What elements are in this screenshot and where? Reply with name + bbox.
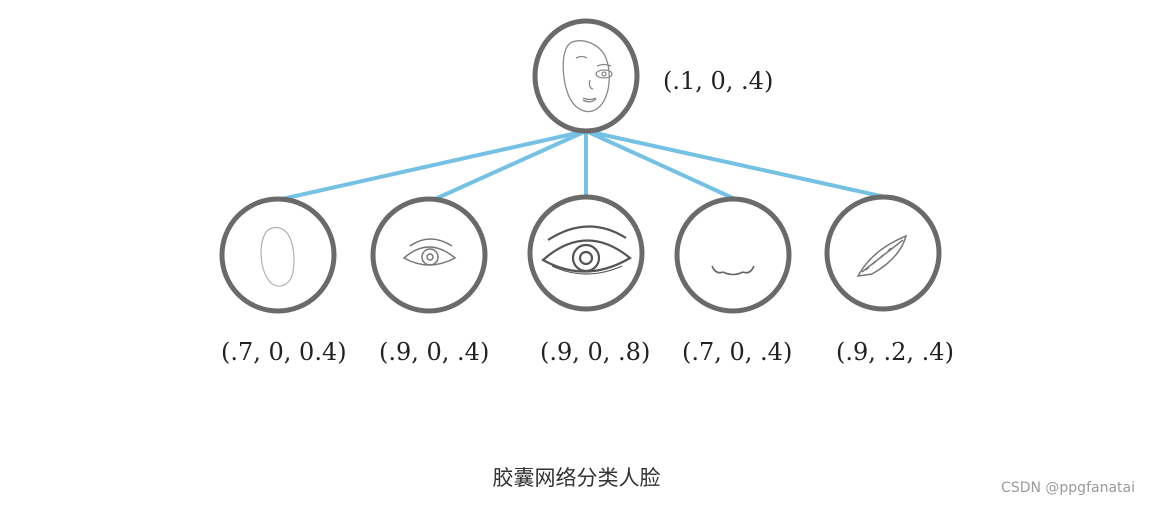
lips-icon	[856, 234, 908, 277]
nose-icon	[711, 265, 755, 276]
face-outline-icon	[260, 226, 295, 287]
child-node: (.7, 0, 0.4)	[219, 196, 347, 366]
connector-line	[432, 129, 587, 202]
eye-small-icon	[402, 238, 457, 266]
child-node: (.7, 0, .4)	[674, 196, 792, 366]
child-circle	[370, 196, 488, 314]
connector-lines	[281, 129, 886, 202]
child-label: (.9, .2, .4)	[836, 338, 954, 366]
connector-line	[585, 129, 736, 201]
child-label: (.9, 0, .8)	[540, 338, 650, 366]
root-circle	[532, 18, 640, 134]
root-node: (.1, 0, .4)	[532, 18, 773, 134]
child-circle	[219, 196, 337, 314]
child-label: (.9, 0, .4)	[379, 338, 489, 366]
connector-line	[281, 129, 587, 201]
child-circle	[824, 194, 942, 312]
watermark: CSDN @ppgfanatai	[1001, 480, 1135, 496]
child-circle	[674, 196, 792, 314]
child-node: (.9, 0, .4)	[370, 196, 489, 366]
connector-line	[585, 129, 886, 199]
diagram-caption: 胶囊网络分类人脸	[492, 466, 661, 490]
child-node: (.9, .2, .4)	[824, 194, 954, 366]
child-label: (.7, 0, .4)	[682, 338, 792, 366]
root-label: (.1, 0, .4)	[663, 67, 773, 95]
eye-large-icon	[541, 225, 632, 275]
child-label: (.7, 0, 0.4)	[221, 338, 347, 366]
face-sketch-icon	[562, 40, 613, 113]
child-node: (.9, 0, .8)	[527, 194, 650, 366]
